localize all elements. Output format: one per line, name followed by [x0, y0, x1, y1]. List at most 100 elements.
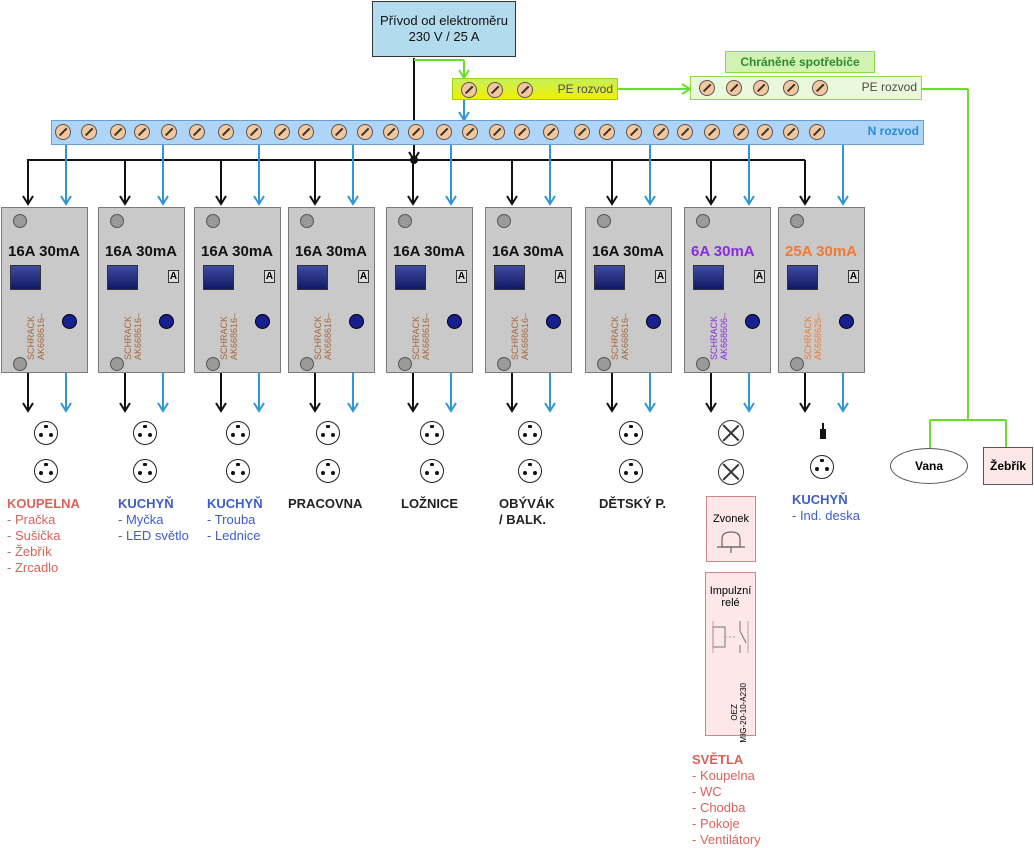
- phase-out-arrow: [506, 402, 518, 413]
- rcd-toggle-switch[interactable]: [203, 265, 234, 290]
- circuit-title: LOŽNICE: [401, 496, 459, 511]
- rcd-toggle-switch[interactable]: [107, 265, 138, 290]
- rcd-model: AK668616–: [133, 312, 143, 360]
- rcd-toggle-switch[interactable]: [10, 265, 41, 290]
- circuit-label: KUCHYŇ- Trouba- Lednice: [207, 496, 263, 544]
- terminal-hole: [110, 357, 124, 371]
- rcd-breaker[interactable]: 16A 30mA A SCHRACK AK668616–: [585, 207, 672, 373]
- ladder-heater-consumer: Žebřík: [983, 447, 1033, 485]
- rcd-test-button[interactable]: [646, 314, 661, 329]
- circuit-title: PRACOVNA: [288, 496, 363, 511]
- terminal-screw: [110, 124, 126, 140]
- rcd-test-button[interactable]: [255, 314, 270, 329]
- rcd-breaker[interactable]: 16A 30mA A SCHRACK AK668616–: [485, 207, 572, 373]
- rcd-rating: 6A 30mA: [691, 243, 755, 260]
- n-out-arrow: [60, 402, 72, 413]
- terminal-hole: [13, 357, 27, 371]
- circuit-label: KUCHYŇ- Ind. deska: [792, 492, 860, 524]
- terminal-hole: [696, 357, 710, 371]
- rcd-breaker[interactable]: 16A 30mA A SCHRACK AK668616–: [194, 207, 281, 373]
- rcd-test-button[interactable]: [546, 314, 561, 329]
- n-feed-arrow: [60, 195, 72, 206]
- rcd-type-a-mark: A: [754, 270, 765, 283]
- rcd-brand: SCHRACK: [709, 315, 719, 360]
- impulse-relay-box: Impulzní relé OEZ MIG-20-10-A230: [705, 572, 756, 743]
- socket-icon: [420, 459, 444, 483]
- rcd-test-button[interactable]: [447, 314, 462, 329]
- rcd-test-button[interactable]: [839, 314, 854, 329]
- terminal-screw: [809, 124, 825, 140]
- rcd-brand-label: SCHRACK AK668616–: [411, 296, 437, 360]
- rcd-breaker[interactable]: 6A 30mA A SCHRACK AK668606–: [684, 207, 771, 373]
- terminal-hole: [398, 214, 412, 228]
- circuit-item: - WC: [692, 784, 722, 799]
- rcd-toggle-switch[interactable]: [787, 265, 818, 290]
- n-out-arrow: [253, 402, 265, 413]
- rcd-test-button[interactable]: [159, 314, 174, 329]
- rcd-toggle-switch[interactable]: [693, 265, 724, 290]
- rcd-test-button[interactable]: [62, 314, 77, 329]
- circuit-item: - Chodba: [692, 800, 746, 815]
- rcd-model: AK668616–: [323, 312, 333, 360]
- n-out-arrow: [837, 402, 849, 413]
- terminal-screw: [161, 124, 177, 140]
- rcd-test-button[interactable]: [349, 314, 364, 329]
- rcd-toggle-switch[interactable]: [395, 265, 426, 290]
- rcd-brand: SCHRACK: [510, 315, 520, 360]
- rcd-toggle-switch[interactable]: [494, 265, 525, 290]
- phase-feed-arrow: [22, 195, 34, 206]
- rcd-breaker[interactable]: 16A 30mA A SCHRACK AK668616–: [386, 207, 473, 373]
- n-feed-arrow: [837, 195, 849, 206]
- terminal-hole: [206, 214, 220, 228]
- rcd-brand: SCHRACK: [26, 315, 36, 360]
- rcd-type-a-mark: A: [456, 270, 467, 283]
- rcd-model: AK668606–: [719, 312, 729, 360]
- pe-bar-main: PE rozvod: [452, 78, 618, 100]
- rcd-toggle-switch[interactable]: [297, 265, 328, 290]
- circuit-item: - Sušička: [7, 528, 61, 543]
- socket-icon: [810, 455, 834, 479]
- terminal-screw: [218, 124, 234, 140]
- terminal-hole: [790, 214, 804, 228]
- rcd-brand: SCHRACK: [123, 315, 133, 360]
- phase-feed-arrow: [407, 195, 419, 206]
- terminal-hole: [206, 357, 220, 371]
- terminal-screw: [757, 124, 773, 140]
- terminal-hole: [110, 214, 124, 228]
- n-out-arrow: [347, 402, 359, 413]
- terminal-screw: [812, 80, 828, 96]
- phase-feed-arrow: [309, 195, 321, 206]
- rcd-breaker[interactable]: 16A 30mA A SCHRACK AK668616–: [288, 207, 375, 373]
- socket-icon: [133, 421, 157, 445]
- circuit-item: - Ind. deska: [792, 508, 860, 523]
- circuit-item: - Lednice: [207, 528, 261, 543]
- rcd-brand-label: SCHRACK AK668616–: [219, 296, 245, 360]
- rcd-breaker[interactable]: 25A 30mA A SCHRACK AK668625–: [778, 207, 865, 373]
- terminal-screw: [461, 82, 477, 98]
- circuit-label: LOŽNICE: [401, 496, 458, 512]
- relay-symbol-icon: [712, 621, 748, 653]
- rcd-toggle-switch[interactable]: [594, 265, 625, 290]
- circuit-item: - Pokoje: [692, 816, 740, 831]
- circuit-title: KUCHYŇ: [207, 496, 263, 511]
- rcd-test-button[interactable]: [745, 314, 760, 329]
- circuit-title: OBÝVÁK: [499, 496, 555, 511]
- rcd-brand-label: SCHRACK AK668616–: [313, 296, 339, 360]
- rcd-model: AK668616–: [36, 312, 46, 360]
- rcd-rating: 25A 30mA: [785, 243, 857, 260]
- rcd-brand-label: SCHRACK AK668616–: [610, 296, 636, 360]
- terminal-screw: [783, 124, 799, 140]
- terminal-screw: [134, 124, 150, 140]
- bell-label: Zvonek: [712, 513, 750, 525]
- rcd-breaker[interactable]: 16A 30mA SCHRACK AK668616–: [1, 207, 88, 373]
- rcd-type-a-mark: A: [848, 270, 859, 283]
- terminal-hole: [13, 214, 27, 228]
- terminal-screw: [357, 124, 373, 140]
- socket-icon: [226, 421, 250, 445]
- lamp-icon: [718, 459, 744, 485]
- bell-box: Zvonek: [706, 496, 756, 562]
- rcd-breaker[interactable]: 16A 30mA A SCHRACK AK668616–: [98, 207, 185, 373]
- terminal-screw: [383, 124, 399, 140]
- circuit-title: KUCHYŇ: [792, 492, 848, 507]
- circuit-item: - Koupelna: [692, 768, 755, 783]
